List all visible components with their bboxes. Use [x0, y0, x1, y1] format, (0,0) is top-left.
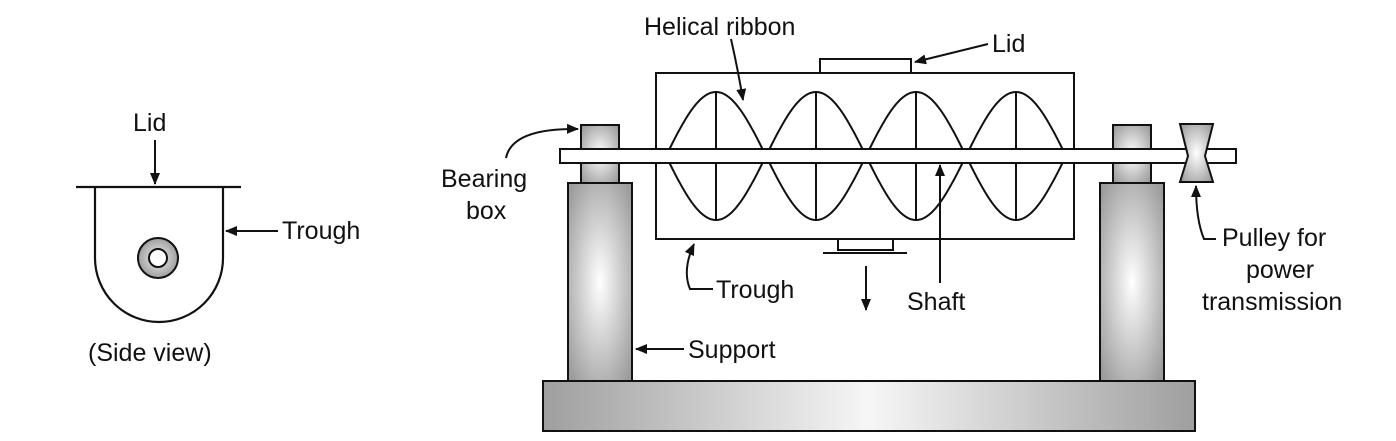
pulley-label-line1: Pulley for	[1222, 224, 1326, 252]
lid-label: Lid	[992, 30, 1025, 58]
side-trough-label: Trough	[282, 217, 360, 245]
side-shaft-inner	[148, 248, 168, 268]
side-view: Lid Trough (Side view)	[76, 109, 360, 367]
pulley-leader	[1191, 185, 1216, 240]
side-trough-outline	[93, 187, 225, 324]
side-view-caption: (Side view)	[88, 339, 212, 367]
lid-leader	[914, 43, 989, 65]
side-lid-label: Lid	[133, 109, 166, 137]
support-label: Support	[688, 336, 776, 364]
left-support	[567, 182, 633, 382]
right-support	[1099, 182, 1165, 382]
helical-ribbon-leader	[730, 38, 747, 101]
main-view: Helical ribbon Lid Bearing box Trough Sh…	[441, 13, 1342, 432]
bearing-box-label-line2: box	[466, 197, 507, 225]
bearing-box-label-line1: Bearing	[441, 165, 527, 193]
pulley-label-line2: power	[1246, 256, 1314, 284]
pulley	[1178, 123, 1215, 183]
discharge-outlet	[837, 238, 894, 251]
shaft-label: Shaft	[907, 288, 965, 316]
helical-ribbon-label: Helical ribbon	[644, 13, 795, 41]
trough-label: Trough	[716, 276, 794, 304]
pulley-label-line3: transmission	[1202, 288, 1342, 316]
lid	[819, 58, 912, 74]
bearing-box-leader	[505, 123, 579, 159]
shaft	[559, 148, 1237, 164]
base-plate	[542, 380, 1196, 432]
trough-leader	[684, 243, 713, 290]
